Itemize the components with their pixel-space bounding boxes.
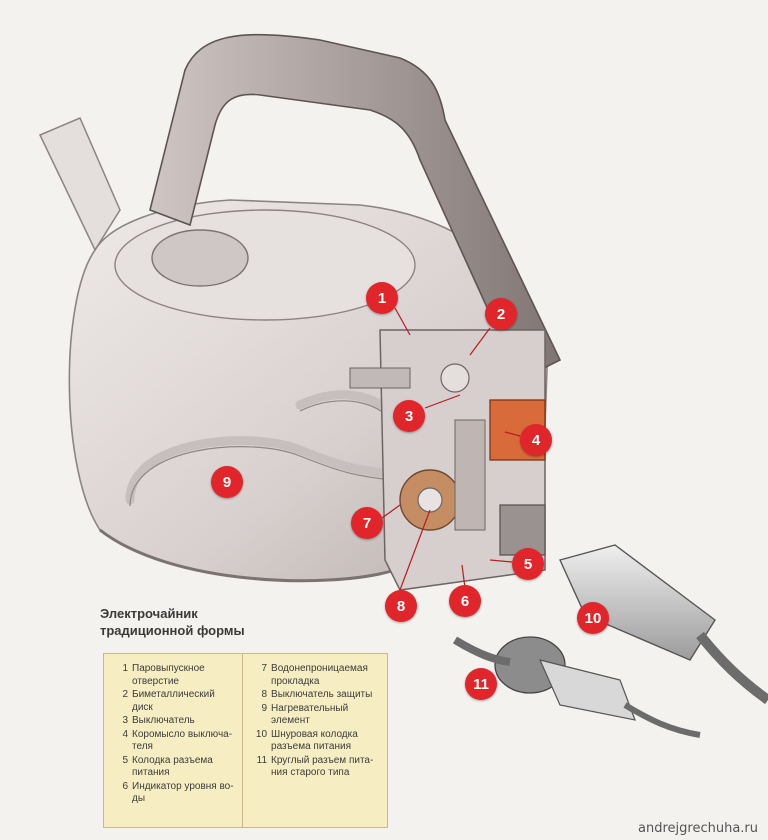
legend-num: 4 [122,728,128,740]
legend-text: Круглый разъем пита-ния старого типа [271,754,374,779]
marker-8: 8 [385,590,417,622]
marker-2: 2 [485,298,517,330]
diagram-caption: Электрочайник традиционной формы [100,605,245,639]
legend-text: Индикатор уровня во-ды [132,780,234,805]
legend-num: 7 [261,663,268,674]
legend-num: 5 [122,754,128,766]
legend-num: 2 [122,689,128,700]
legend-text: Паровыпускное отверстие [132,663,205,687]
round-plug [452,636,701,738]
marker-3: 3 [393,400,425,432]
legend-item: 3 Выключатель [114,715,236,728]
legend-num: 11 [256,754,268,766]
legend-text: Нагревательный элемент [271,702,349,727]
legend-num: 8 [261,689,268,700]
marker-11: 11 [465,668,497,700]
caption-line-2: традиционной формы [100,623,245,638]
kettle-spout [38,117,121,252]
legend-text: Выключатель [132,715,195,726]
legend-item: 1 Паровыпускное отверстие [114,663,236,688]
lid-knob [151,229,249,287]
legend-text: Водонепроницаемая прокладка [271,663,368,687]
legend-num: 10 [255,728,268,740]
marker-6: 6 [449,585,481,617]
marker-1: 1 [366,282,398,314]
legend-box: 1 Паровыпускное отверстие 2 Биметаллически… [103,653,388,828]
legend-num: 6 [122,780,128,792]
legend-text: Колодка разъема питания [132,754,213,779]
marker-7: 7 [351,507,383,539]
legend-item: 2 Биметаллический диск [114,689,236,714]
marker-10: 10 [577,602,609,634]
legend-text: Шнуровая колодка разъема питания [271,728,358,753]
marker-5: 5 [512,548,544,580]
legend-item: 4 Коромысло выключа-теля [114,729,236,754]
legend-num: 9 [261,702,268,714]
legend-column-left: 1 Паровыпускное отверстие 2 Биметаллически… [104,654,244,827]
legend-item: 6 Индикатор уровня во-ды [114,781,236,806]
marker-9: 9 [211,466,243,498]
marker-4: 4 [520,424,552,456]
legend-item: 5 Колодка разъема питания [114,755,236,780]
legend-text: Коромысло выключа-теля [132,728,233,753]
legend-text: Биметаллический диск [132,689,215,713]
watermark: andrejgrechuha.ru [638,821,758,836]
caption-line-1: Электрочайник [100,606,198,621]
switch-mechanism [349,329,546,591]
legend-num: 3 [122,715,128,726]
legend-text: Выключатель защиты [271,689,373,700]
legend-num: 1 [122,663,128,674]
